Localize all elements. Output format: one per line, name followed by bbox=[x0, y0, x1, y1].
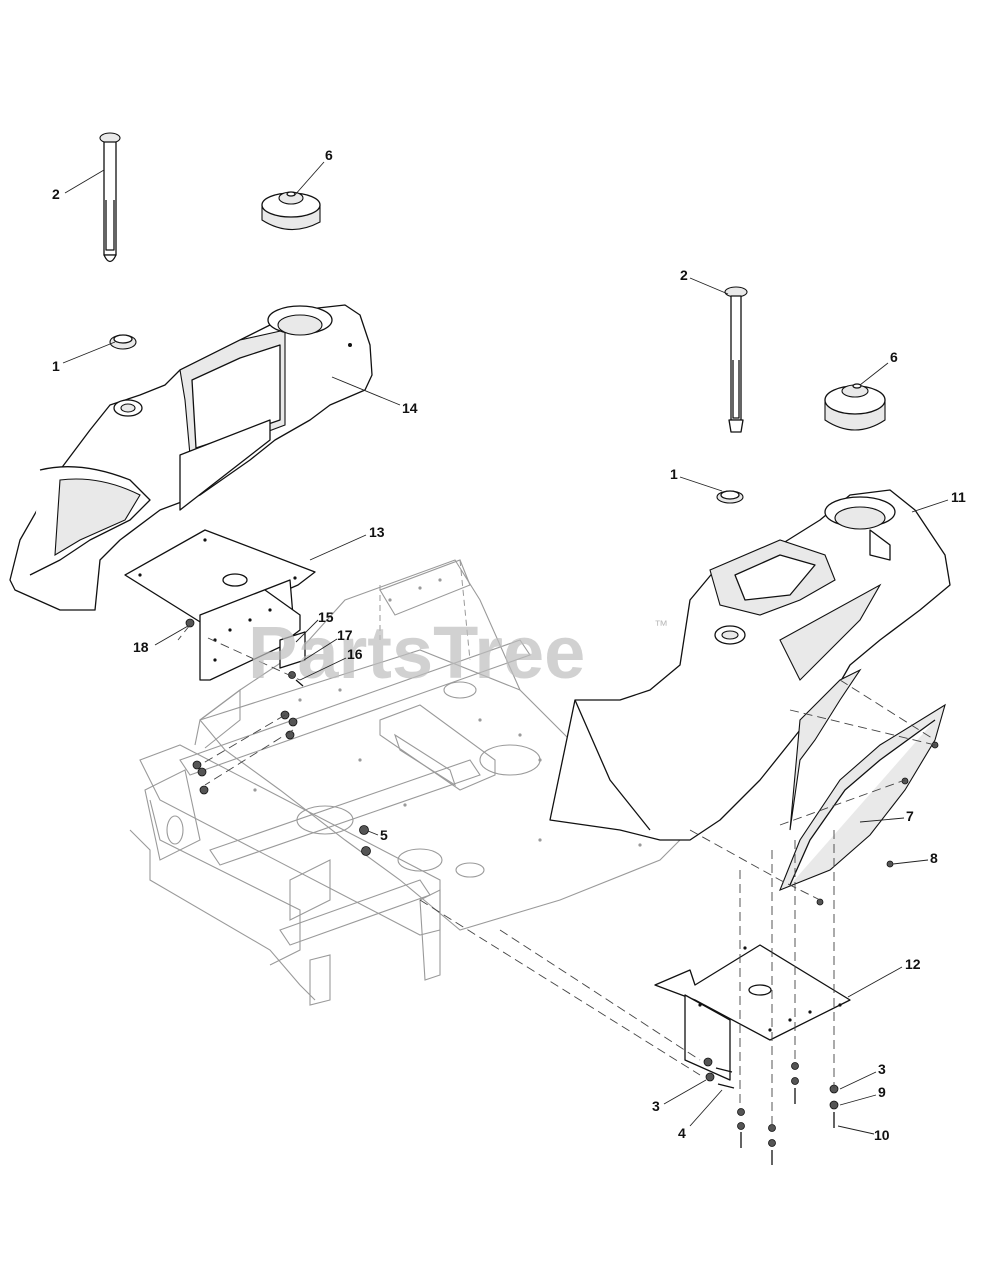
callout-right-screw: 8 bbox=[892, 850, 938, 866]
callout-washer-c: 9 bbox=[839, 1084, 886, 1106]
callout-bolt-b: 10 bbox=[837, 1125, 890, 1143]
svg-text:17: 17 bbox=[337, 627, 353, 643]
svg-text:6: 6 bbox=[325, 147, 333, 163]
left-alignment-lines bbox=[177, 624, 301, 786]
svg-text:1: 1 bbox=[52, 358, 60, 374]
left-dipstick-part bbox=[99, 132, 121, 263]
callout-right-cover: 7 bbox=[859, 808, 914, 824]
svg-text:13: 13 bbox=[369, 524, 385, 540]
svg-text:2: 2 bbox=[680, 267, 688, 283]
callout-left-bushing: 1 bbox=[52, 341, 116, 374]
left-bracket-part bbox=[124, 529, 316, 681]
left-nut-part bbox=[185, 618, 195, 628]
svg-text:16: 16 bbox=[347, 646, 363, 662]
callout-left-bolt: 16 bbox=[299, 646, 363, 681]
svg-text:2: 2 bbox=[52, 186, 60, 202]
right-cover-part bbox=[779, 668, 946, 891]
callout-left-bracket: 13 bbox=[309, 524, 385, 561]
svg-text:11: 11 bbox=[951, 489, 966, 505]
left-tank-part bbox=[9, 304, 373, 611]
callout-right-tank: 11 bbox=[911, 489, 966, 513]
callout-bolt-a: 4 bbox=[678, 1089, 723, 1141]
callout-left-clip: 17 bbox=[303, 627, 353, 661]
callout-left-cap: 6 bbox=[293, 147, 333, 197]
svg-text:5: 5 bbox=[380, 827, 388, 843]
svg-text:8: 8 bbox=[930, 850, 938, 866]
left-plate-part bbox=[279, 631, 306, 669]
svg-text:6: 6 bbox=[890, 349, 898, 365]
frame-nut-parts bbox=[192, 710, 371, 856]
svg-text:12: 12 bbox=[905, 956, 921, 972]
svg-text:14: 14 bbox=[402, 400, 418, 416]
svg-text:™: ™ bbox=[654, 617, 668, 633]
right-bracket-part bbox=[654, 944, 851, 1081]
callout-washer-a: 3 bbox=[652, 1079, 707, 1114]
svg-text:1: 1 bbox=[670, 466, 678, 482]
left-bushing-part bbox=[109, 334, 137, 350]
callout-frame-nut: 5 bbox=[367, 827, 388, 843]
svg-text:PartsTree: PartsTree bbox=[248, 611, 585, 694]
callout-right-bracket: 12 bbox=[847, 956, 921, 998]
right-alignment-lines bbox=[419, 679, 936, 1125]
callout-right-dipstick: 2 bbox=[680, 267, 729, 295]
svg-text:9: 9 bbox=[878, 1084, 886, 1100]
left-cap-part bbox=[261, 191, 321, 231]
callout-left-tank: 14 bbox=[331, 376, 418, 416]
callout-left-nut: 18 bbox=[133, 625, 189, 655]
svg-text:15: 15 bbox=[318, 609, 334, 625]
right-screw-parts bbox=[816, 741, 939, 906]
svg-text:4: 4 bbox=[678, 1125, 686, 1141]
right-dipstick-part bbox=[724, 286, 748, 433]
svg-text:18: 18 bbox=[133, 639, 149, 655]
callout-left-plate: 15 bbox=[295, 609, 334, 643]
callout-washer-b: 3 bbox=[839, 1061, 886, 1090]
mower-frame bbox=[129, 559, 691, 1006]
parts-tree-watermark: PartsTree ™ bbox=[248, 611, 668, 694]
svg-text:3: 3 bbox=[652, 1098, 660, 1114]
svg-text:7: 7 bbox=[906, 808, 914, 824]
right-bushing-part bbox=[716, 490, 744, 504]
svg-text:10: 10 bbox=[874, 1127, 890, 1143]
callout-right-bushing: 1 bbox=[670, 466, 723, 492]
callout-right-cap: 6 bbox=[859, 349, 898, 386]
svg-text:3: 3 bbox=[878, 1061, 886, 1077]
right-cap-part bbox=[824, 383, 886, 431]
right-tank-part bbox=[549, 489, 951, 841]
callout-left-dipstick: 2 bbox=[52, 169, 105, 202]
